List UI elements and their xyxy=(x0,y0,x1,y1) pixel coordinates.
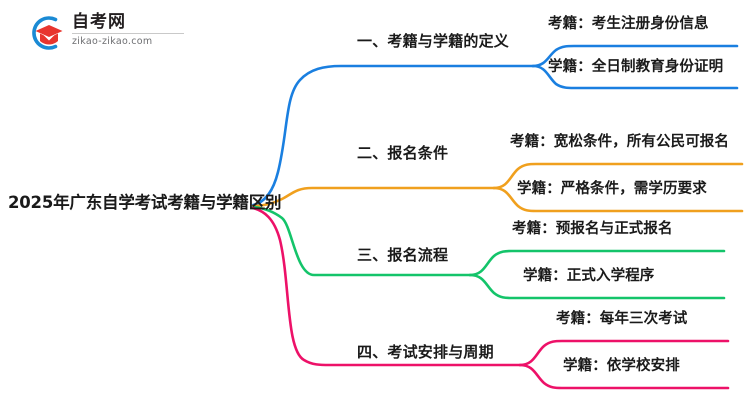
logo-divider xyxy=(72,33,184,34)
branch-label-2[interactable]: 二、报名条件 xyxy=(357,144,449,162)
leaf-label-3-1[interactable]: 考籍：预报名与正式报名 xyxy=(512,221,673,237)
branch-label-4[interactable]: 四、考试安排与周期 xyxy=(357,343,494,361)
logo-title: 自考网 xyxy=(72,12,126,32)
logo-url: zikao-zikao.com xyxy=(72,36,153,47)
branch-1-stem xyxy=(251,64,535,207)
branch-label-1[interactable]: 一、考籍与学籍的定义 xyxy=(357,32,510,50)
leaf-label-4-2[interactable]: 学籍：依学校安排 xyxy=(563,358,680,374)
logo-text-block: 自考网 zikao-zikao.com xyxy=(72,12,190,48)
site-logo[interactable]: 自考网 zikao-zikao.com xyxy=(28,12,188,54)
leaf-label-4-1[interactable]: 考籍：每年三次考试 xyxy=(556,311,688,327)
branch-label-3[interactable]: 三、报名流程 xyxy=(357,246,449,264)
leaf-label-1-2[interactable]: 学籍：全日制教育身份证明 xyxy=(548,59,724,75)
leaf-label-1-1[interactable]: 考籍：考生注册身份信息 xyxy=(548,16,709,32)
branch-2-stem xyxy=(251,186,496,208)
mindmap-root-label[interactable]: 2025年广东自学考试考籍与学籍区别 xyxy=(8,193,282,212)
leaf-label-2-2[interactable]: 学籍：严格条件，需学历要求 xyxy=(517,181,707,197)
graduation-cap-logo-icon xyxy=(32,16,63,50)
leaf-label-2-1[interactable]: 考籍：宽松条件，所有公民可报名 xyxy=(510,134,729,150)
leaf-label-3-2[interactable]: 学籍：正式入学程序 xyxy=(523,268,655,284)
